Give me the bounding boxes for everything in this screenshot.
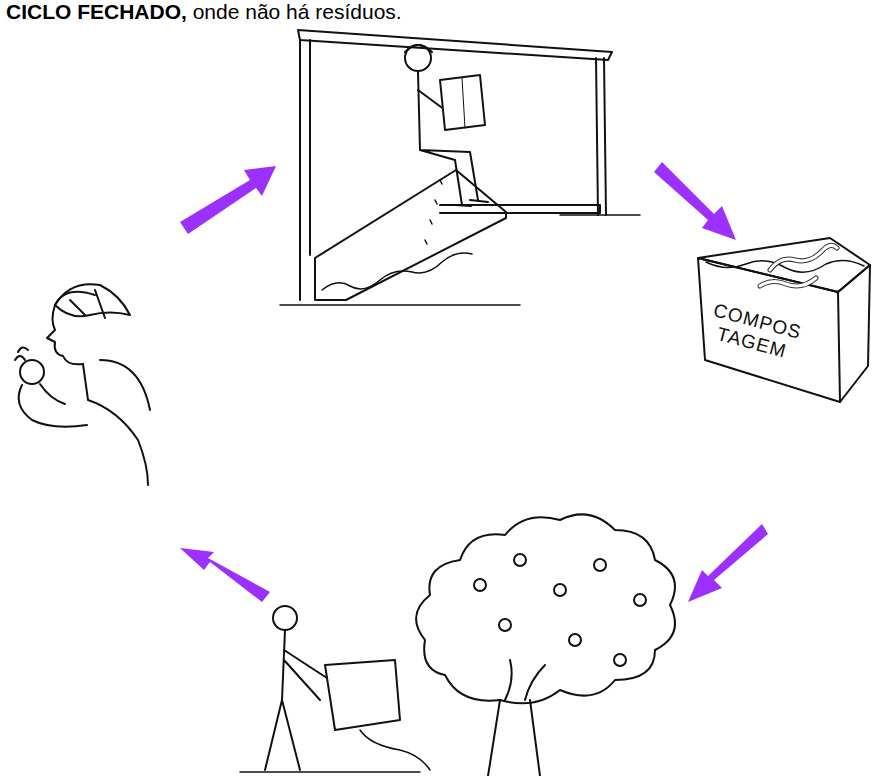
compost-label: COMPOS TAGEM: [701, 298, 809, 366]
person-eating-drawing: [15, 284, 150, 485]
heading-text: CICLO FECHADO, onde não há resíduos.: [6, 0, 402, 24]
heading-text: onde não há resíduos.: [193, 0, 402, 23]
tree-planting-drawing: [240, 514, 675, 776]
dry-toilet-drawing: [280, 30, 640, 305]
cycle-arrows: [180, 162, 768, 602]
compost-box-drawing: [698, 238, 870, 402]
heading-bold: CICLO FECHADO,: [6, 0, 187, 23]
box-label: COMPOS TAGEM: [701, 298, 809, 366]
